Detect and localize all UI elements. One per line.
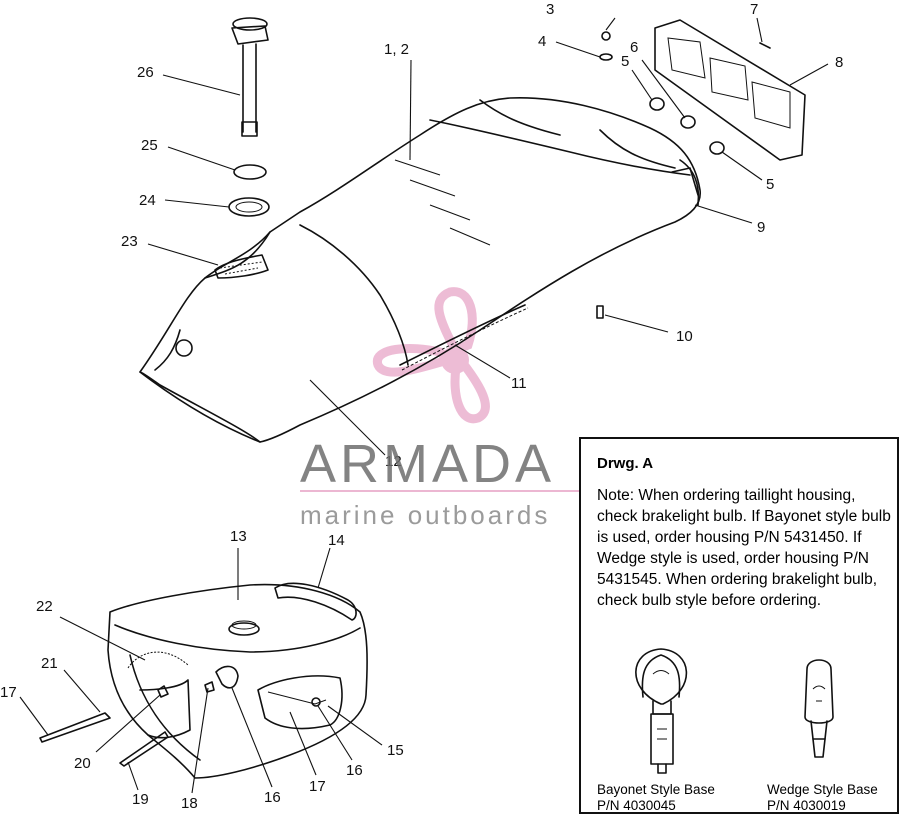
callout-16b: 16 bbox=[346, 762, 363, 779]
rivet-icon bbox=[596, 305, 604, 319]
wedge-bulb-icon bbox=[804, 659, 834, 758]
watermark-tagline: marine outboards bbox=[300, 500, 550, 530]
callout-5: 5 bbox=[621, 53, 629, 70]
callout-18: 18 bbox=[181, 795, 198, 812]
nut-icon bbox=[601, 31, 611, 41]
callout-11: 11 bbox=[511, 375, 527, 392]
seal-ring-icon bbox=[228, 197, 270, 217]
callout-16: 16 bbox=[264, 789, 281, 806]
probe-rod-icon bbox=[39, 712, 111, 743]
seat-assembly bbox=[139, 97, 701, 443]
fitting-icon bbox=[157, 685, 169, 698]
gasket-icon bbox=[233, 164, 267, 180]
callout-labels: 3 4 7 6 5 1, 2 8 26 25 5 24 9 23 10 11 1… bbox=[0, 1, 843, 812]
gauge-strap-icon bbox=[127, 651, 189, 669]
watermark: ARMADA marine outboards bbox=[300, 434, 598, 530]
propeller-logo-icon bbox=[372, 287, 490, 424]
pickup-rod-icon bbox=[119, 731, 169, 767]
wedge-label: Wedge Style Base bbox=[767, 782, 878, 797]
callout-1-2: 1, 2 bbox=[384, 41, 409, 58]
callout-17b: 17 bbox=[309, 778, 326, 795]
bulb-icon bbox=[649, 97, 725, 155]
note-title: Drwg. A bbox=[597, 455, 654, 472]
fuel-tank bbox=[107, 583, 368, 779]
callout-14: 14 bbox=[328, 532, 345, 549]
callout-21: 21 bbox=[41, 655, 58, 672]
callout-19: 19 bbox=[132, 791, 149, 808]
callout-25: 25 bbox=[141, 137, 158, 154]
tank-handle-icon bbox=[274, 582, 357, 621]
callout-3: 3 bbox=[546, 1, 554, 18]
callout-20: 20 bbox=[74, 755, 91, 772]
note-box: Drwg. A Note: When ordering taillight ho… bbox=[579, 437, 899, 814]
callout-17: 17 bbox=[0, 684, 17, 701]
callout-4: 4 bbox=[538, 33, 546, 50]
bulb-illustrations bbox=[635, 648, 834, 774]
callout-12: 12 bbox=[385, 453, 402, 470]
note-text: Note: When ordering taillight housing, c… bbox=[597, 487, 891, 609]
callout-6: 6 bbox=[630, 39, 638, 56]
wedge-pn: P/N 4030019 bbox=[767, 798, 846, 813]
callout-22: 22 bbox=[36, 598, 53, 615]
callout-13: 13 bbox=[230, 528, 247, 545]
filler-cap-icon bbox=[231, 17, 269, 137]
callout-24: 24 bbox=[139, 192, 156, 209]
callout-23: 23 bbox=[121, 233, 138, 250]
callout-15: 15 bbox=[387, 742, 404, 759]
bayonet-pn: P/N 4030045 bbox=[597, 798, 676, 813]
taillight-lens-icon bbox=[654, 19, 806, 161]
callout-9: 9 bbox=[757, 219, 765, 236]
callout-8: 8 bbox=[835, 54, 843, 71]
watermark-brand: ARMADA bbox=[300, 434, 555, 494]
callout-5b: 5 bbox=[766, 176, 774, 193]
bayonet-label: Bayonet Style Base bbox=[597, 782, 715, 797]
screw-icon bbox=[759, 42, 771, 49]
grommet-icon bbox=[204, 681, 215, 693]
callout-7: 7 bbox=[750, 1, 758, 18]
leader-lines bbox=[19, 17, 829, 794]
bayonet-bulb-icon bbox=[635, 648, 688, 774]
callout-26: 26 bbox=[137, 64, 154, 81]
callout-10: 10 bbox=[676, 328, 693, 345]
washer-icon bbox=[599, 53, 613, 61]
